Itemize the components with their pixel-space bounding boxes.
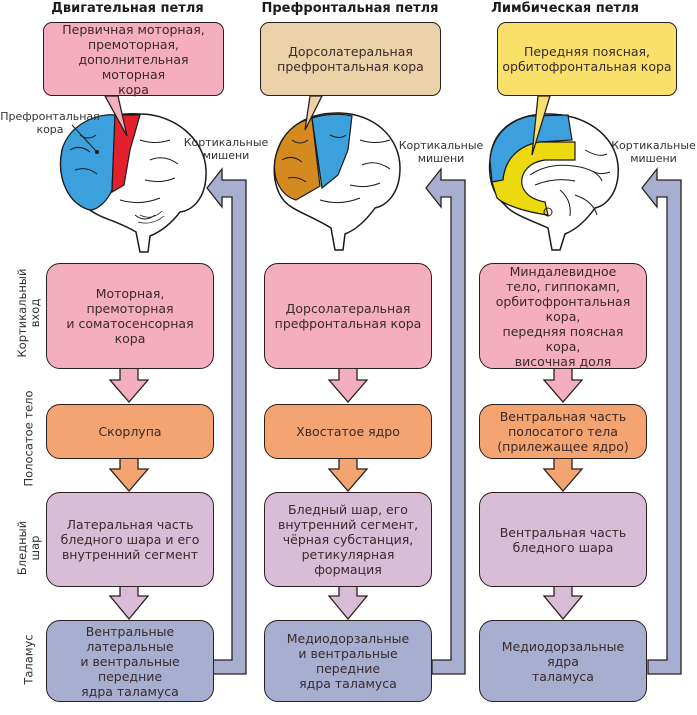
callout-pointer-limbic bbox=[531, 95, 551, 156]
callout-prefrontal: Дорсолатеральная префронтальная кора bbox=[260, 22, 441, 96]
brain-lateral-motor bbox=[59, 113, 207, 253]
column-title-motor: Двигательная петля bbox=[51, 1, 204, 16]
label-cortical-targets-prefrontal: Кортикальные мишени bbox=[398, 139, 484, 165]
column-title-prefrontal: Префронтальная петля bbox=[261, 1, 439, 16]
brain-lateral-prefrontal bbox=[273, 112, 401, 251]
box-pallidum-prefrontal: Бледный шар, его внутренний сегмент, чёр… bbox=[264, 492, 432, 587]
arrow-striatum-to-pallidum-prefrontal bbox=[327, 457, 369, 492]
arrow-pallidum-to-thalamus-prefrontal bbox=[327, 585, 369, 621]
arrow-pallidum-to-thalamus-limbic bbox=[542, 585, 584, 621]
arrow-cortex-to-striatum-limbic bbox=[542, 367, 584, 403]
arrow-striatum-to-pallidum-motor bbox=[108, 457, 150, 492]
label-cortical-targets-motor: Кортикальные мишени bbox=[183, 136, 269, 162]
box-striatum-prefrontal: Хвостатое ядро bbox=[264, 404, 432, 459]
box-striatum-limbic: Вентральная часть полосатого тела (приле… bbox=[479, 404, 647, 459]
callout-pointer-motor bbox=[103, 95, 128, 137]
row-label-striatum: Полосатое тело bbox=[21, 390, 36, 487]
box-pallidum-limbic: Вентральная часть бледного шара bbox=[479, 492, 647, 587]
label-prefrontal-cortex: Префронтальная кора bbox=[0, 110, 100, 136]
box-pallidum-motor: Латеральная часть бледного шара и его вн… bbox=[46, 492, 214, 587]
box-cortex-limbic: Миндалевидное тело, гиппокамп, орбитофро… bbox=[479, 263, 647, 369]
row-label-thalamus: Таламус bbox=[21, 634, 36, 685]
box-thalamus-motor: Вентральные латеральные и вентральные пе… bbox=[46, 620, 214, 702]
callout-pointer-prefrontal bbox=[304, 95, 324, 131]
box-striatum-motor: Скорлупа bbox=[46, 404, 214, 459]
arrow-cortex-to-striatum-prefrontal bbox=[327, 367, 369, 403]
row-label-pallidum: Бледный шар bbox=[15, 520, 42, 576]
arrow-pallidum-to-thalamus-motor bbox=[108, 585, 150, 621]
column-title-limbic: Лимбическая петля bbox=[491, 1, 639, 16]
box-thalamus-limbic: Медиодорзальные ядра таламуса bbox=[479, 620, 647, 702]
return-arrow-prefrontal bbox=[425, 167, 466, 675]
box-cortex-motor: Моторная, премоторная и соматосенсорная … bbox=[46, 263, 214, 369]
arrow-striatum-to-pallidum-limbic bbox=[542, 457, 584, 492]
return-arrow-motor bbox=[206, 167, 247, 675]
return-arrow-limbic bbox=[641, 167, 682, 675]
label-cortical-targets-limbic: Кортикальные мишени bbox=[611, 139, 696, 165]
box-cortex-prefrontal: Дорсолатеральная префронтальная кора bbox=[264, 263, 432, 369]
arrow-cortex-to-striatum-motor bbox=[108, 367, 150, 403]
row-label-cortical-input: Кортикальный вход bbox=[15, 268, 42, 358]
callout-limbic: Передняя поясная, орбитофронтальная кора bbox=[497, 22, 677, 96]
callout-motor: Первичная моторная, премоторная, дополни… bbox=[43, 22, 224, 97]
box-thalamus-prefrontal: Медиодорзальные и вентральные передние я… bbox=[264, 620, 432, 702]
brain-medial-limbic bbox=[488, 113, 619, 251]
